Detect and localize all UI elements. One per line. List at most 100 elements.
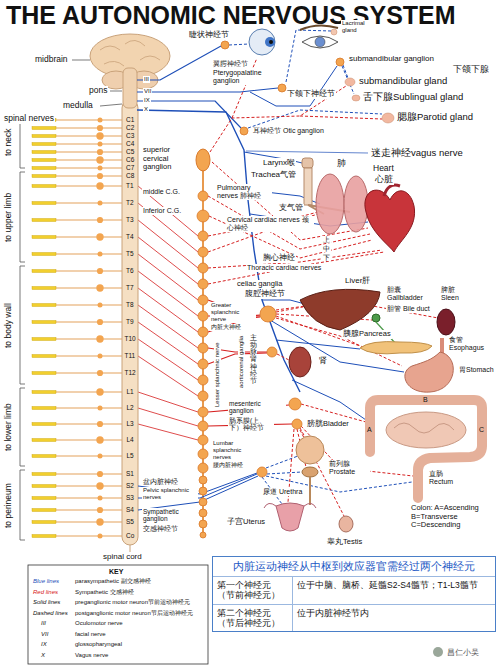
spinal-nerve [56,497,122,498]
label: 心脏 [374,175,394,185]
spinal-nerve-branch [32,253,56,256]
pancreas [360,342,432,354]
label: Dashed lines [32,610,69,617]
label: 迷走神经vagus nerve [370,148,464,159]
label: Solid lines [32,599,61,606]
root-ganglion [98,354,103,359]
iris [315,37,325,47]
box-text: 第一个神经元 （节前神经元） [213,576,293,603]
spinal-nerve-branch [32,423,56,426]
ganglion [198,391,208,401]
leader-line [110,91,122,92]
spinal-nerve-branch [32,159,56,162]
ganglion [198,407,208,417]
ganglion [336,58,344,66]
ganglion [198,327,208,337]
bracket [20,266,25,384]
label: C6 [125,156,135,163]
label: III [143,76,150,83]
title: THE AUTONOMIC NERVOUS SYSTEM [6,2,456,30]
bracket [20,470,25,540]
gland [382,113,394,123]
label: C4 [125,140,135,147]
label: Heart [372,164,395,174]
label: Liver肝 [344,276,371,285]
colon [370,400,482,498]
bracket [20,116,25,168]
label: 下 [322,254,331,261]
nerve-line [342,66,354,94]
nerve-line [246,151,368,153]
ganglion [198,343,208,353]
eye [302,36,338,48]
lacrimal-gland [331,29,337,35]
leader-line [72,60,90,61]
label: 主动脉肾神经节 [250,334,257,384]
spinal-nerve [56,407,122,408]
nerve-line [138,271,198,316]
root-ganglion [96,436,103,443]
root-ganglion [98,166,103,171]
label: 耳神经节 Otic ganglion [252,127,325,135]
spinal-nerve-branch [32,185,56,188]
spleen [437,309,455,335]
spinal-nerve [56,236,122,237]
spinal-nerve [56,304,122,305]
label: T12 [124,369,137,376]
root-ganglion [98,454,103,459]
spinal-nerve-branch [32,321,56,324]
spinal-nerve [56,151,122,152]
label: T4 [125,233,135,240]
root-ganglion [97,173,103,179]
ganglion [200,532,206,538]
label: C2 [125,124,135,131]
label: to perineum [4,482,14,529]
label: KEY [108,568,124,576]
ganglion [196,149,210,171]
label: T3 [125,216,135,223]
nerve-line [138,339,198,380]
root-ganglion [97,421,103,427]
root-ganglion [97,125,103,131]
ganglion [257,467,267,477]
legend-text: Vagus nerve [74,652,109,659]
spinal-cord [122,100,138,545]
ganglion [198,435,208,445]
label: to lower limb [4,402,14,452]
legend-text: glossopharyngeal [74,641,123,648]
ganglion [198,463,208,473]
leader-line [100,104,122,106]
label: Larynx喉 [262,158,296,167]
spinal-nerve-branch [32,497,56,500]
spinal-nerve-branch [32,407,56,410]
spinal-nerve [56,143,122,144]
label: T2 [125,199,135,206]
label: 子宫Uterus [226,518,266,527]
root-ganglion [96,132,103,139]
label: celiac ganglia [236,280,283,289]
root-ganglion [96,388,103,395]
nerve-line [208,212,318,236]
root-ganglion [98,252,103,257]
label: T9 [125,318,135,325]
label: 腮腺Parotid gland [396,112,474,123]
label: III [40,620,47,627]
spinal-nerve-branch [32,535,56,538]
spinal-nerve-branch [32,355,56,358]
root-ganglion [97,217,103,223]
label: L3 [126,420,135,427]
spinal-nerve [56,167,122,168]
gallbladder [372,314,380,322]
spinal-nerve [56,372,122,373]
spinal-nerve [56,135,122,136]
label: A [366,426,373,434]
label: submandibular gland [358,76,448,87]
urethra [309,477,311,505]
iris [265,37,275,47]
root-ganglion [98,496,103,501]
root-ganglion [97,319,103,325]
nerve-line [300,116,382,119]
label: Pelvic splanchnic nerves [142,487,198,501]
label: Inferior C.G. [142,207,182,215]
ganglion [198,247,208,257]
